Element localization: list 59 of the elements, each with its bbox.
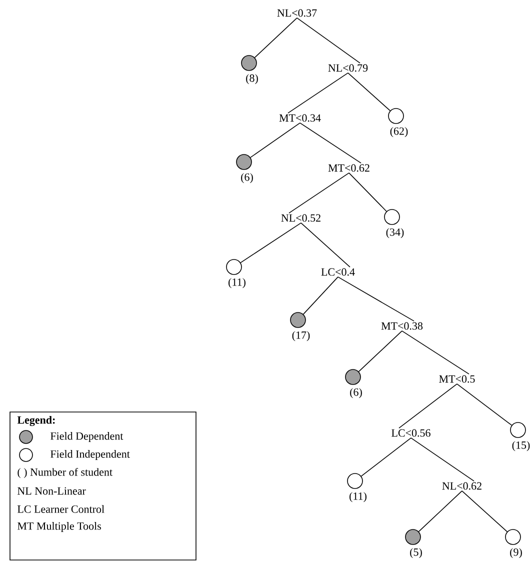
- leaf-circle: [405, 529, 421, 545]
- split-label: MT<0.5: [439, 375, 475, 383]
- leaf-circle: [290, 312, 306, 328]
- legend-text: MT Multiple Tools: [18, 522, 101, 532]
- count-label: (6): [350, 388, 362, 398]
- branch-line: [296, 18, 360, 64]
- legend-text: ( ) Number of student: [18, 468, 112, 478]
- branch-line: [462, 490, 508, 532]
- branch-line: [398, 384, 458, 428]
- count-label: (9): [510, 548, 522, 558]
- count-label: (17): [292, 331, 310, 342]
- branch-line: [250, 122, 300, 158]
- branch-line: [288, 72, 348, 114]
- branch-line: [360, 438, 412, 477]
- branch-line: [254, 18, 298, 58]
- leaf-circle: [505, 529, 521, 545]
- count-label: (5): [410, 548, 422, 558]
- split-label: NL<0.79: [328, 64, 368, 72]
- branch-line: [302, 276, 338, 315]
- branch-line: [338, 276, 414, 322]
- count-label: (11): [350, 492, 366, 502]
- legend-text: Field Independent: [50, 450, 130, 460]
- split-label: LC<0.56: [392, 429, 430, 437]
- branch-line: [240, 222, 302, 264]
- legend-text: LC Learner Control: [18, 505, 104, 513]
- count-label: (15): [512, 441, 530, 452]
- legend-text: NL Non-Linear: [18, 487, 86, 495]
- legend-text: Field Dependent: [50, 432, 124, 442]
- count-label: (62): [390, 127, 408, 138]
- branch-line: [418, 490, 462, 532]
- count-label: (34): [386, 228, 404, 238]
- count-label: (11): [228, 278, 246, 288]
- branch-line: [358, 330, 402, 372]
- split-label: LC<0.4: [321, 268, 355, 276]
- count-label: (6): [241, 173, 253, 184]
- split-label: MT<0.34: [279, 114, 321, 122]
- branch-line: [402, 330, 470, 374]
- split-label: NL<0.62: [442, 482, 482, 490]
- branch-line: [410, 438, 474, 482]
- split-label: NL<0.52: [281, 214, 320, 222]
- legend-title: Legend:: [17, 416, 55, 426]
- split-label: MT<0.62: [328, 164, 370, 172]
- split-label: MT<0.38: [381, 322, 423, 330]
- leaf-circle: [241, 55, 257, 71]
- branch-line: [348, 172, 387, 212]
- branch-line: [288, 172, 350, 214]
- leaf-circle: [384, 209, 400, 225]
- leaf-circle: [226, 259, 242, 275]
- leaf-circle: [510, 422, 526, 438]
- branch-line: [300, 122, 362, 164]
- split-label: NL<0.37: [277, 9, 317, 17]
- branch-line: [456, 384, 512, 426]
- leaf-circle: [388, 108, 404, 124]
- leaf-circle: [347, 473, 363, 489]
- count-label: (8): [246, 74, 258, 84]
- leaf-circle: [345, 369, 361, 385]
- branch-line: [348, 72, 391, 112]
- leaf-circle: [236, 154, 252, 170]
- branch-line: [300, 222, 350, 268]
